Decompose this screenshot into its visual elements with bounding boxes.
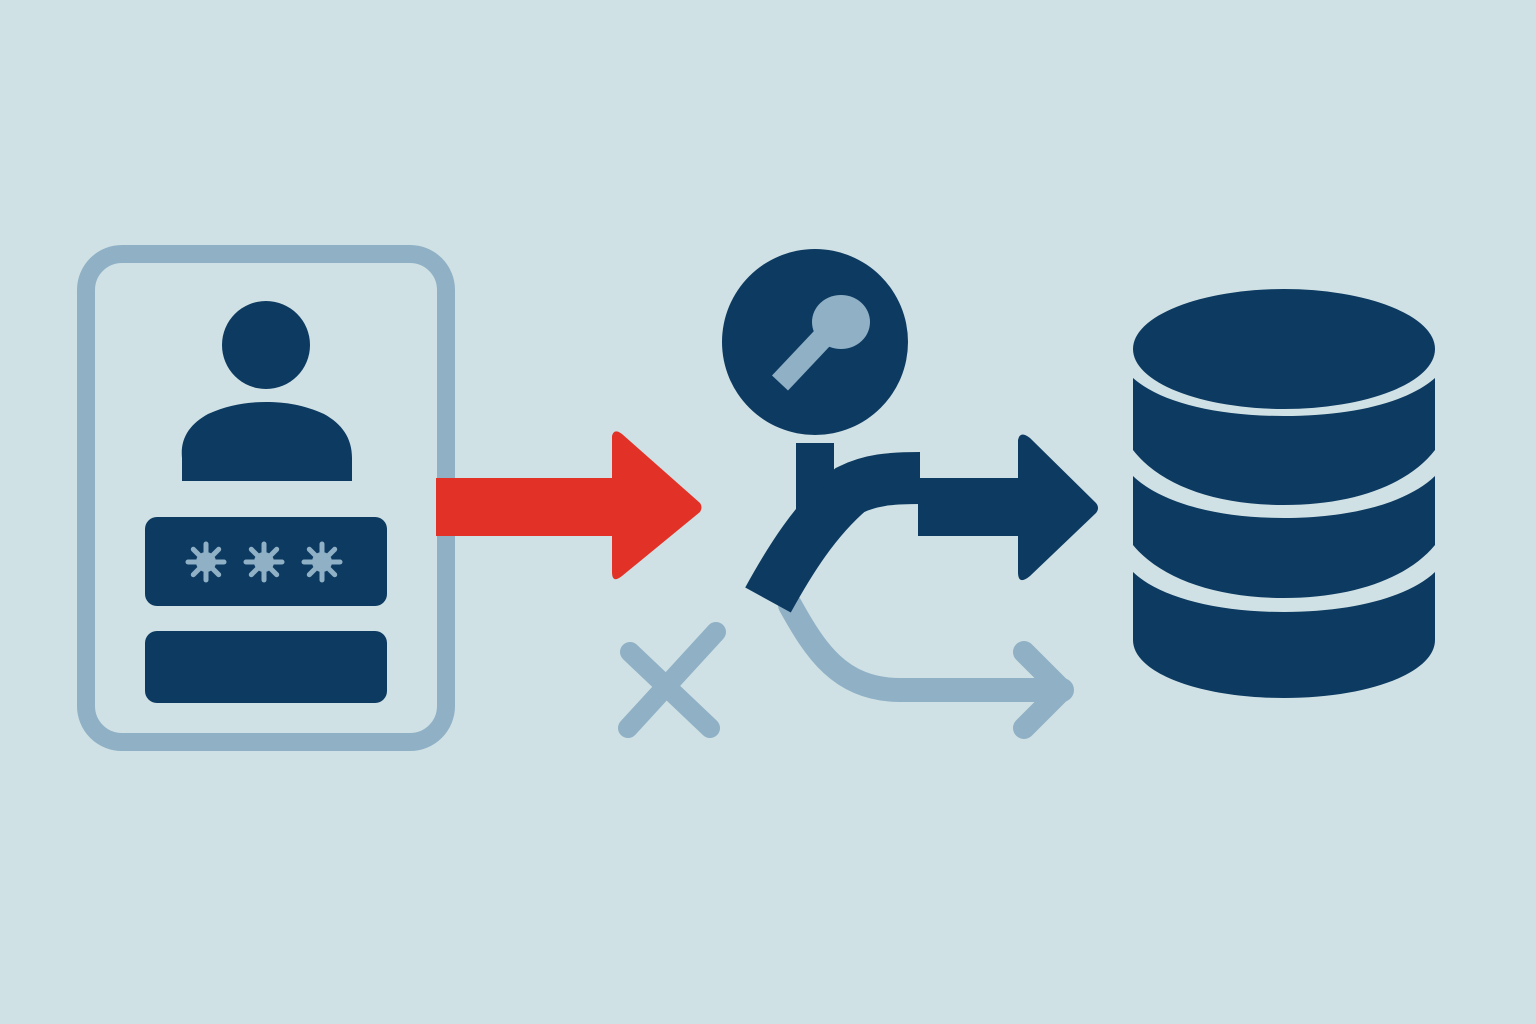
denied-path-icon	[778, 593, 1074, 739]
password-mask-core	[312, 552, 332, 572]
user-icon	[181, 301, 352, 481]
login-card-icon	[77, 245, 455, 751]
database-icon	[1133, 289, 1435, 698]
key-bow	[812, 295, 870, 349]
input-field-icon	[145, 631, 387, 703]
arrow-right-icon	[436, 431, 702, 580]
submit-arrow	[436, 431, 702, 580]
denied-path-arrowhead	[1013, 641, 1073, 739]
password-mask-glyph	[185, 541, 227, 583]
password-mask-core	[254, 552, 274, 572]
branch-curve	[745, 452, 921, 613]
database-top	[1133, 289, 1435, 409]
database-layer-middle	[1133, 476, 1435, 598]
close-icon	[618, 622, 726, 738]
database-layer-upper	[1133, 378, 1435, 505]
branch-arrow-icon	[745, 434, 1098, 613]
denied-path-line	[778, 593, 1074, 702]
password-mask-core	[196, 552, 216, 572]
password-mask-glyphs	[185, 541, 343, 583]
user-head	[222, 301, 310, 389]
reject-stroke-2	[618, 622, 726, 738]
password-field-icon	[145, 517, 387, 606]
user-body	[181, 402, 352, 481]
branch-arrowhead	[918, 434, 1098, 581]
password-mask-glyph	[243, 541, 285, 583]
password-mask-glyph	[301, 541, 343, 583]
database-layer-bottom	[1133, 572, 1435, 698]
